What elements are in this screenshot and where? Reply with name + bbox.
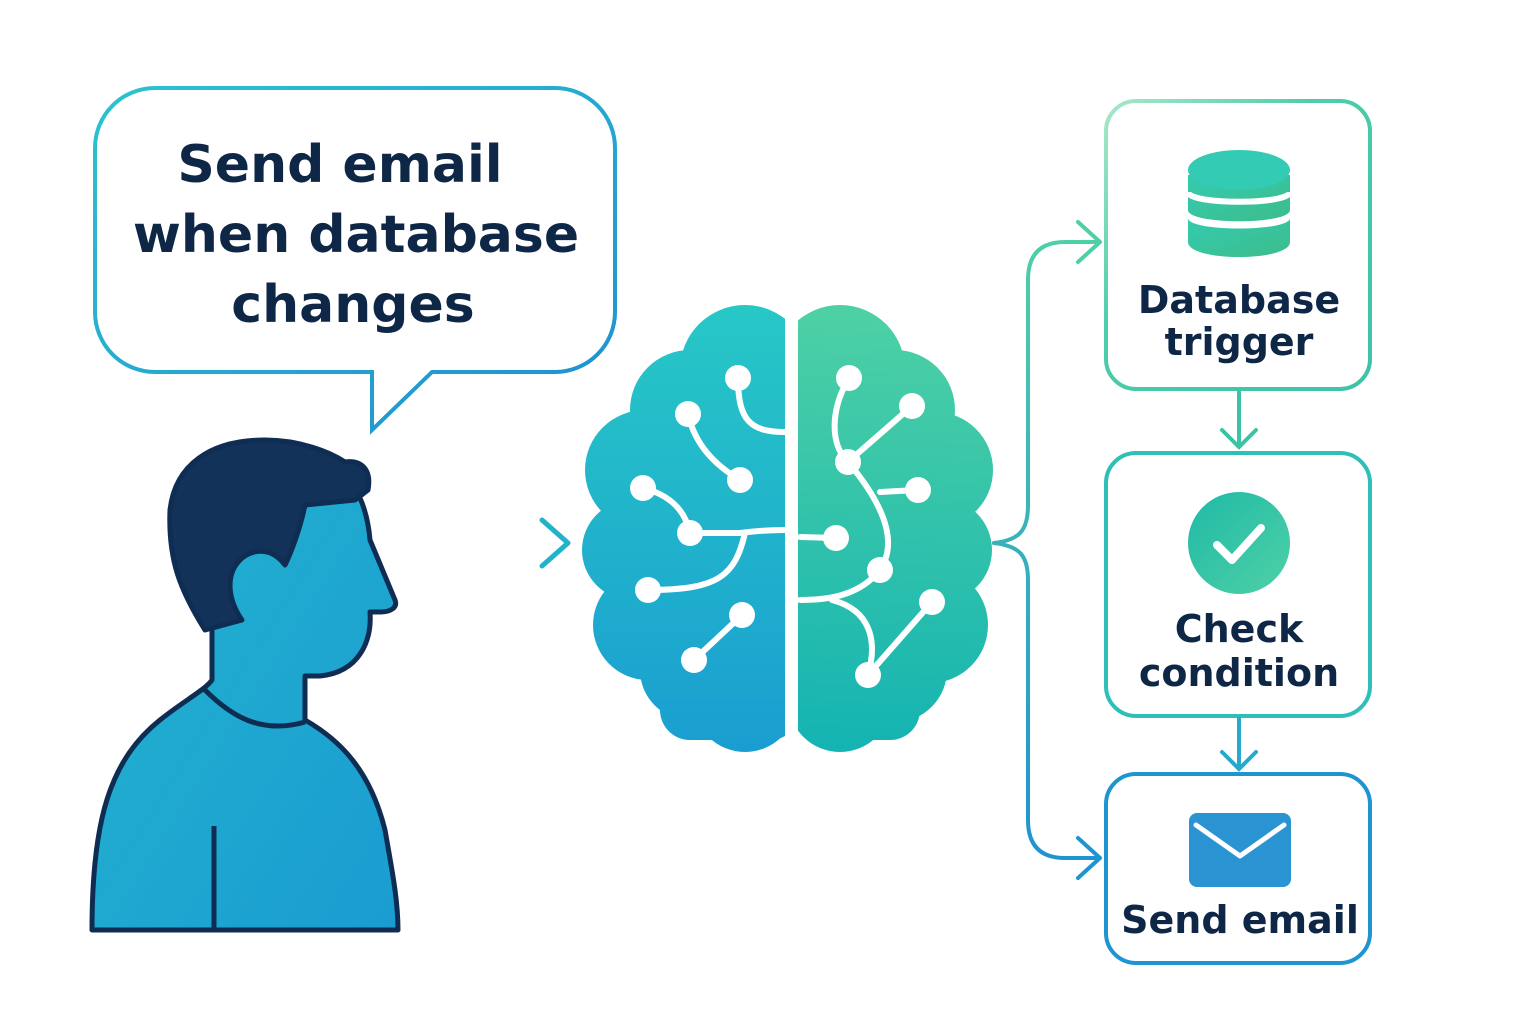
hair — [167, 437, 372, 633]
speech-line-2: when database — [133, 205, 579, 265]
circuit-nodes — [630, 365, 945, 688]
speech-bubble: Send email when database changes — [93, 86, 617, 435]
person-icon — [89, 437, 401, 933]
brain-to-workflow-connectors — [992, 220, 1102, 880]
step-2-line-1: Check — [1175, 607, 1304, 651]
ai-brain-icon — [582, 305, 993, 752]
step-2-line-2: condition — [1139, 651, 1339, 695]
workflow-step-database-trigger: Database trigger — [1104, 99, 1372, 391]
workflow-step-check-condition: Check condition — [1104, 451, 1372, 718]
step-1-line-2: trigger — [1165, 320, 1314, 364]
step-3-line-1: Send email — [1121, 898, 1359, 942]
speech-line-1: Send email — [177, 135, 502, 195]
input-arrow — [409, 517, 571, 569]
database-icon — [1185, 150, 1293, 257]
step-arrow-2 — [1220, 717, 1258, 772]
step-arrow-1 — [1220, 390, 1258, 450]
envelope-icon — [1189, 813, 1291, 887]
step-1-line-1: Database — [1138, 278, 1340, 322]
speech-line-3: changes — [231, 275, 474, 335]
speech-bubble-outline — [93, 86, 617, 435]
check-circle-icon — [1188, 492, 1290, 594]
workflow-step-send-email: Send email — [1104, 772, 1372, 965]
